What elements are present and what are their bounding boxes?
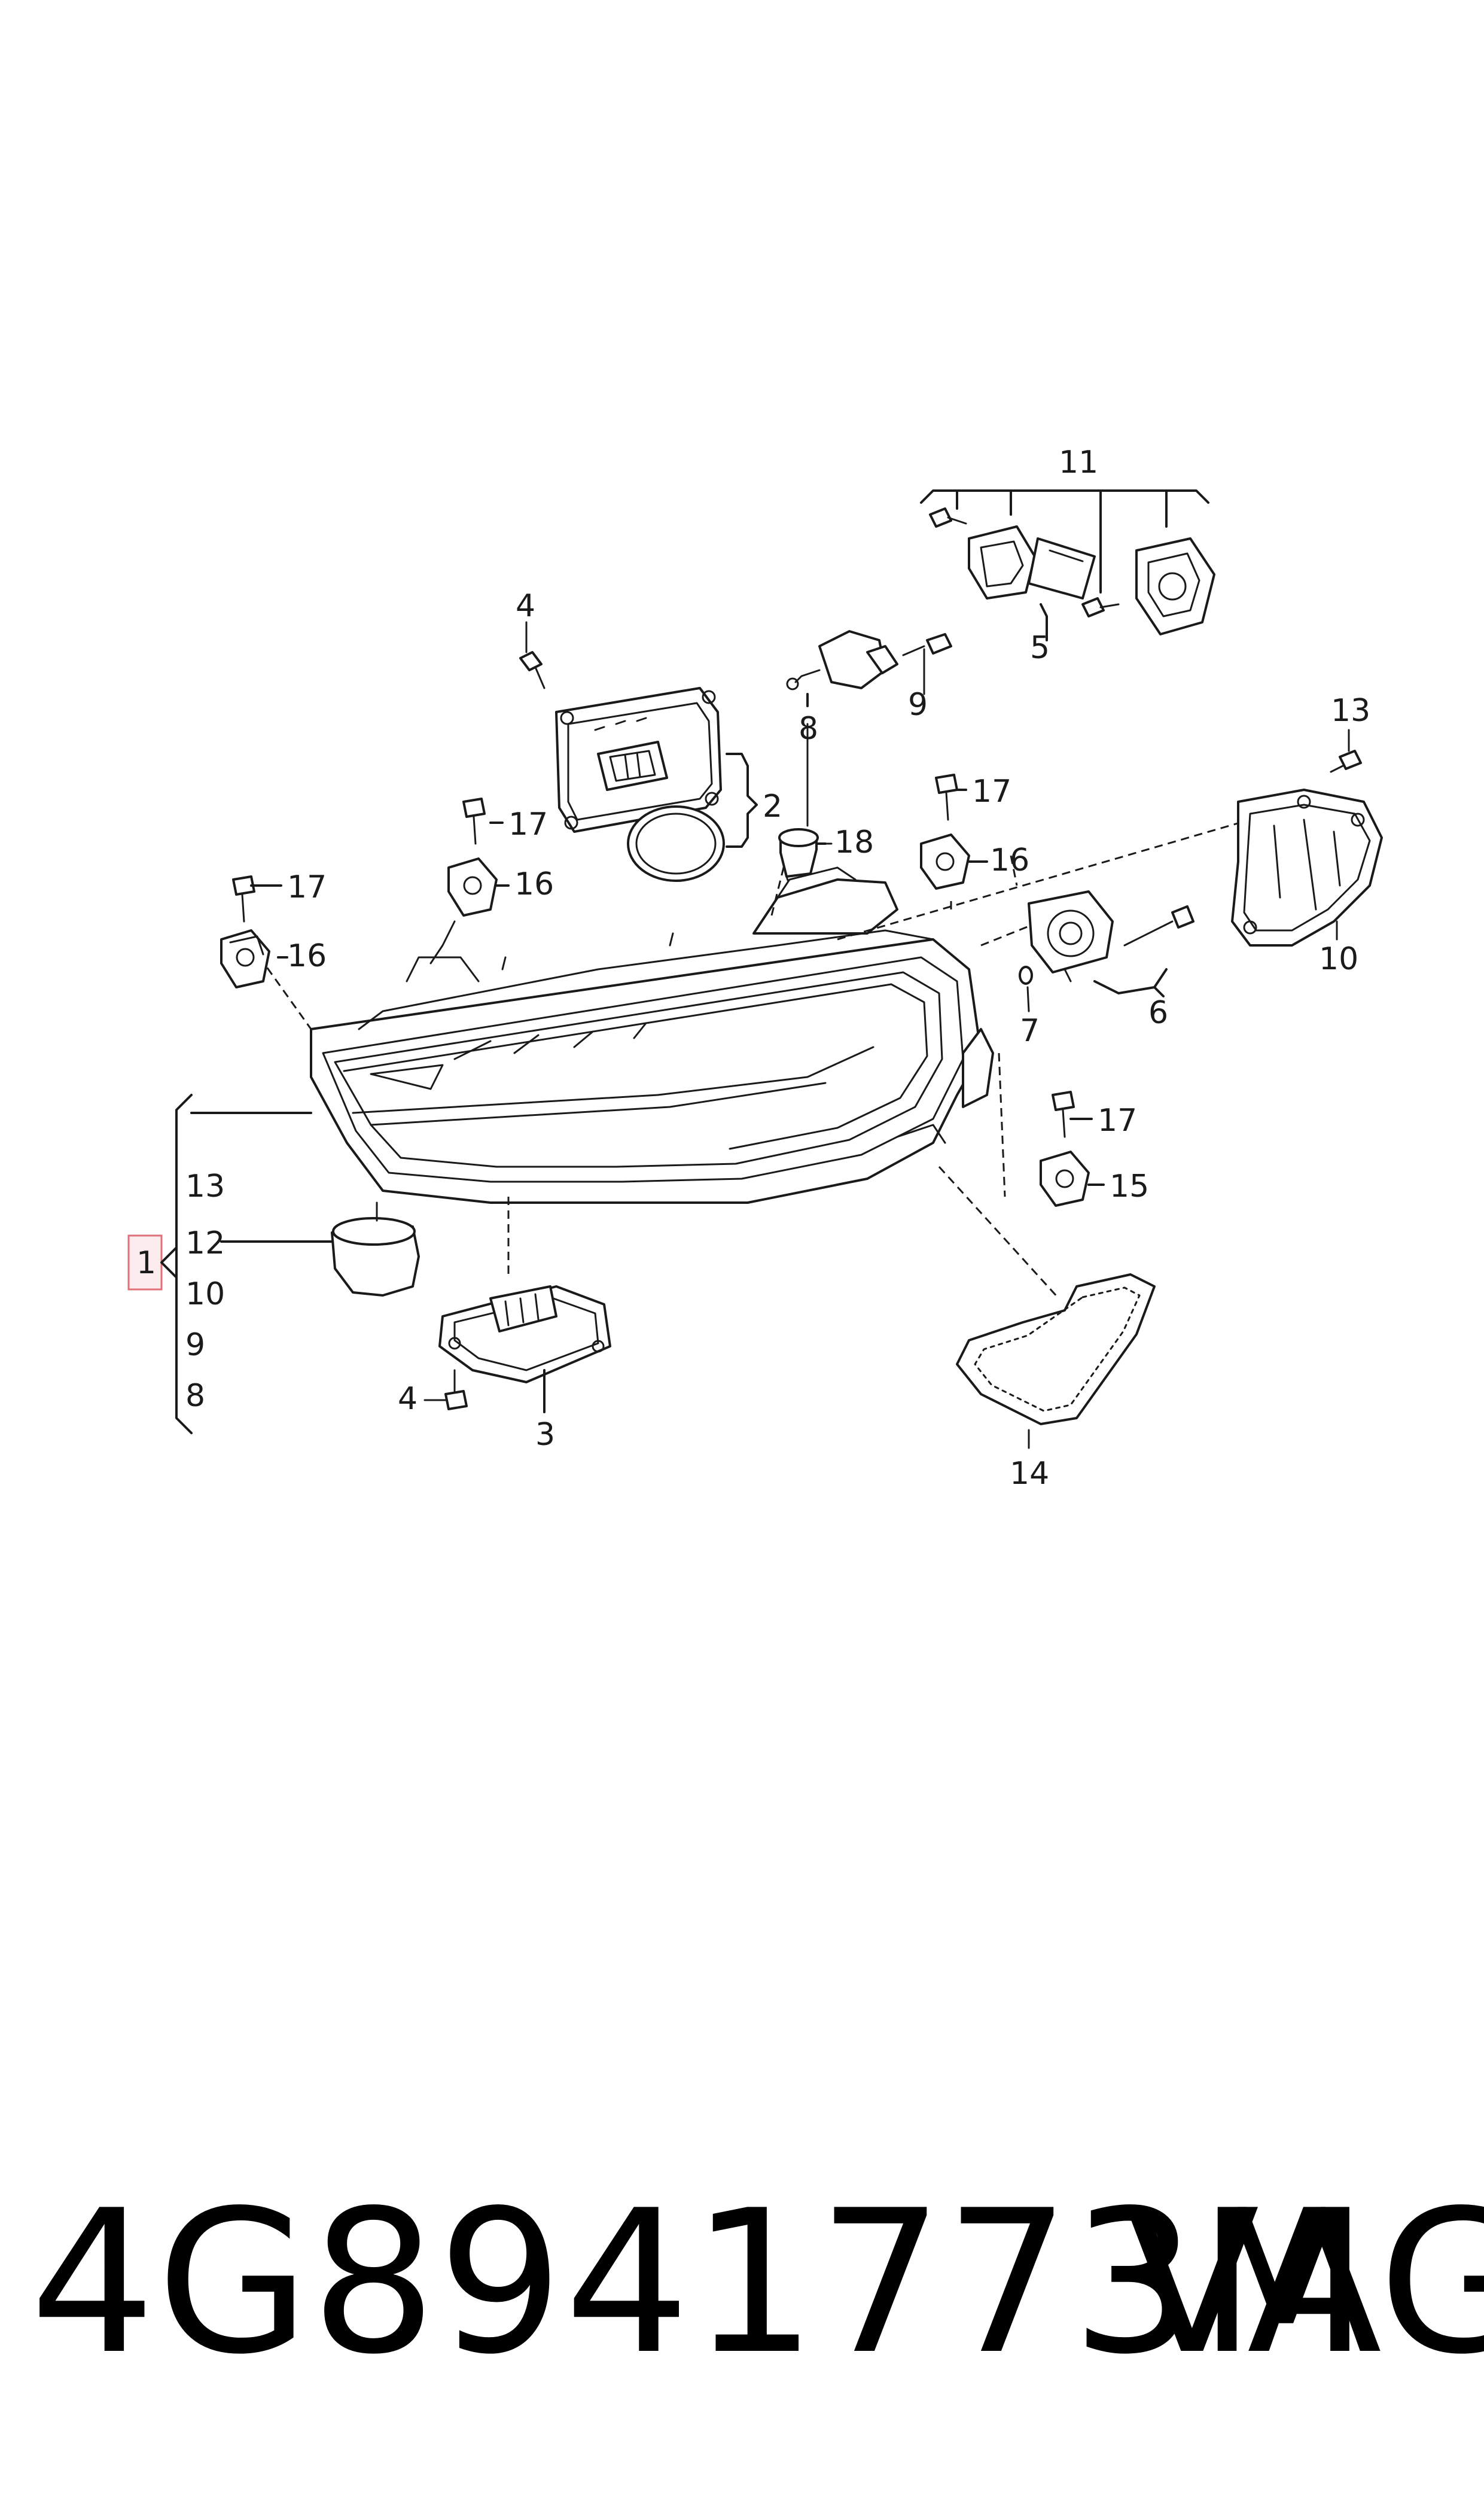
bracket-1-left	[175, 1094, 333, 1434]
ring-seal-2	[627, 805, 725, 882]
leader-lines	[250, 603, 1105, 1413]
label-4-top: 4	[516, 588, 535, 624]
label-16-right: 16	[990, 842, 1029, 878]
oring-7	[1019, 966, 1033, 1012]
bracket-2	[726, 753, 758, 848]
label-17-mid: 17	[508, 807, 548, 842]
label-9-left: 9	[185, 1327, 205, 1363]
cap-12	[331, 1201, 420, 1297]
label-6: 6	[1148, 995, 1168, 1031]
screw-11a	[929, 507, 967, 528]
part-labels: 11 5 4 9 8 13 2 17 17 18 16 16 17 16 10 …	[136, 445, 1370, 1492]
bracket-6	[1093, 968, 1168, 997]
label-18: 18	[834, 825, 874, 860]
label-1: 1	[136, 1245, 156, 1281]
label-17-lower: 17	[1098, 1103, 1137, 1139]
label-16-mid: 16	[514, 866, 554, 902]
clip-16-left	[220, 929, 270, 988]
screw-17-left	[232, 875, 255, 923]
label-3: 3	[535, 1417, 555, 1453]
clip-16-right	[920, 833, 970, 890]
brand-name: VAG	[1125, 2168, 1484, 2398]
label-10-left: 10	[185, 1276, 225, 1312]
adjuster-unit-6	[1028, 890, 1114, 982]
label-17-right: 17	[972, 774, 1011, 810]
clip-16-mid	[429, 857, 498, 965]
screw-17-mid	[462, 798, 486, 845]
screw-4-top	[519, 621, 546, 689]
label-4-bottom: 4	[398, 1381, 418, 1417]
part-number: 4G8941773M	[30, 2168, 1370, 2398]
screw-11b	[1081, 597, 1120, 617]
seal-strip-14	[956, 1273, 1156, 1449]
label-15: 15	[1110, 1169, 1149, 1204]
bracket-part-11b	[1135, 537, 1215, 635]
screw-17-right	[935, 774, 958, 821]
label-17-left: 17	[287, 869, 327, 905]
label-11: 11	[1059, 445, 1098, 480]
bracket-11	[920, 489, 1209, 594]
cap-18	[778, 828, 833, 878]
clip-15	[1040, 1151, 1090, 1207]
bracket-part-11a	[968, 525, 1036, 600]
label-13-top: 13	[1331, 693, 1370, 729]
label-16-left: 16	[287, 938, 327, 974]
screw-6	[1123, 905, 1194, 947]
highlight-box-1	[127, 1234, 163, 1291]
label-13-left: 13	[185, 1169, 225, 1204]
label-14: 14	[1010, 1456, 1049, 1492]
screw-9	[902, 633, 952, 695]
label-8-left: 8	[185, 1378, 205, 1414]
rear-cover-10	[1231, 789, 1383, 947]
label-2: 2	[763, 789, 782, 825]
control-module-top	[555, 687, 722, 833]
label-7: 7	[1020, 1013, 1040, 1049]
label-5: 5	[1030, 630, 1050, 666]
gasket-5	[1028, 537, 1096, 600]
label-12: 12	[185, 1225, 225, 1261]
headlight-housing	[310, 866, 994, 1204]
screw-13-top	[1330, 729, 1362, 773]
screw-4-bottom	[423, 1369, 468, 1410]
screw-17-lower	[1052, 1091, 1075, 1138]
label-10-right: 10	[1319, 941, 1358, 977]
adjuster-motor-8	[786, 630, 898, 827]
ballast-3	[438, 1285, 611, 1383]
label-9-top: 9	[908, 687, 928, 723]
label-8-top: 8	[799, 711, 818, 747]
